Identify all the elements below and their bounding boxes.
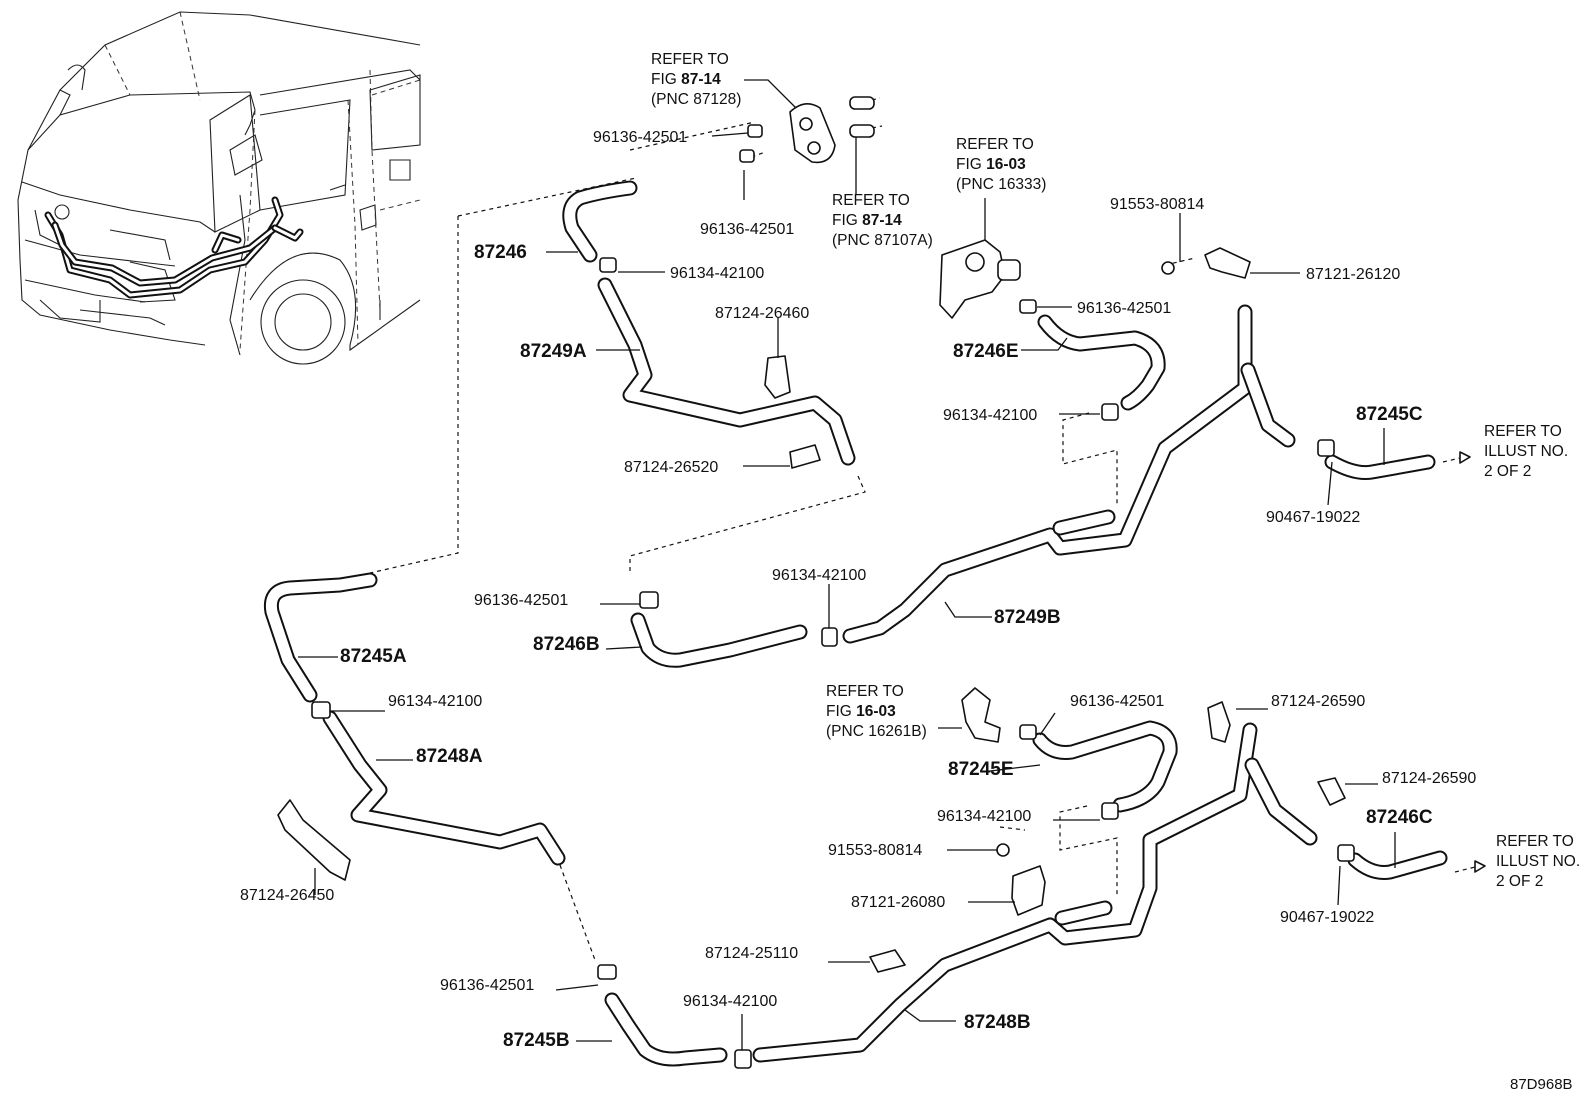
- ref-illust-a: REFER TO: [1484, 423, 1562, 440]
- label-87249B: 87249B: [994, 607, 1061, 628]
- label-87246C: 87246C: [1366, 807, 1433, 828]
- label-96136-42501-f: 96136-42501: [440, 977, 534, 994]
- leader-lines: [298, 79, 1396, 1050]
- ref-fig87-14-b: REFER TO: [832, 192, 910, 209]
- label-87245E: 87245E: [948, 759, 1014, 780]
- label-87124-26460: 87124-26460: [715, 305, 809, 322]
- ref-fig16-03-b-line2: FIG 16-03: [826, 703, 896, 720]
- ref-illust-b: REFER TO: [1496, 833, 1574, 850]
- label-96136-42501-top2: 96136-42501: [700, 221, 794, 238]
- components: [277, 96, 1486, 1069]
- label-87249A: 87249A: [520, 341, 587, 362]
- label-96134-42100-e: 96134-42100: [937, 808, 1031, 825]
- label-90467-19022-b: 90467-19022: [1280, 909, 1374, 926]
- label-96134-42100-c: 96134-42100: [772, 567, 866, 584]
- ref-fig16-03-a: REFER TO: [956, 136, 1034, 153]
- connection-lines: [369, 97, 1196, 961]
- label-96136-42501-c: 96136-42501: [474, 592, 568, 609]
- label-96136-42501-e: 96136-42501: [1070, 693, 1164, 710]
- label-87248A: 87248A: [416, 746, 483, 767]
- ref-fig87-14-a-line3: (PNC 87128): [651, 91, 741, 108]
- label-87121-26080: 87121-26080: [851, 894, 945, 911]
- ref-fig87-14-b-line2: FIG 87-14: [832, 212, 902, 229]
- ref-illust-b-line3: 2 OF 2: [1496, 873, 1543, 890]
- label-87121-26120: 87121-26120: [1306, 266, 1400, 283]
- ref-illust-a-line3: 2 OF 2: [1484, 463, 1531, 480]
- label-87245A: 87245A: [340, 646, 407, 667]
- label-87246E: 87246E: [953, 341, 1019, 362]
- label-87124-26590-a: 87124-26590: [1271, 693, 1365, 710]
- label-87246: 87246: [474, 242, 527, 263]
- label-96134-42100-b: 96134-42100: [943, 407, 1037, 424]
- label-91553-80814-a: 91553-80814: [1110, 196, 1204, 213]
- label-87124-25110: 87124-25110: [705, 945, 798, 962]
- label-96136-42501-top1: 96136-42501: [593, 129, 687, 146]
- label-87124-26590-b: 87124-26590: [1382, 770, 1476, 787]
- ref-fig87-14-b-line3: (PNC 87107A): [832, 232, 933, 249]
- ref-fig16-03-a-line2: FIG 16-03: [956, 156, 1026, 173]
- label-87246B: 87246B: [533, 634, 600, 655]
- label-87245C: 87245C: [1356, 404, 1423, 425]
- ref-fig16-03-b: REFER TO: [826, 683, 904, 700]
- ref-illust-b-line2: ILLUST NO.: [1496, 853, 1580, 870]
- ref-illust-a-line2: ILLUST NO.: [1484, 443, 1568, 460]
- label-87245B: 87245B: [503, 1030, 570, 1051]
- label-96134-42100-f: 96134-42100: [683, 993, 777, 1010]
- ref-fig87-14-a: REFER TO: [651, 51, 729, 68]
- van-illustration: [17, 11, 421, 365]
- label-87248B: 87248B: [964, 1012, 1031, 1033]
- labels: REFER TO FIG 87-14 (PNC 87128) REFER TO …: [240, 51, 1580, 1093]
- label-87124-26450: 87124-26450: [240, 887, 334, 904]
- label-87124-26520: 87124-26520: [624, 459, 718, 476]
- diagram-code: 87D968B: [1510, 1076, 1573, 1093]
- ref-fig16-03-b-line3: (PNC 16261B): [826, 723, 927, 740]
- label-96134-42100-a: 96134-42100: [670, 265, 764, 282]
- ref-fig16-03-a-line3: (PNC 16333): [956, 176, 1046, 193]
- label-90467-19022-a: 90467-19022: [1266, 509, 1360, 526]
- hoses: [263, 180, 1448, 1067]
- label-91553-80814-b: 91553-80814: [828, 842, 922, 859]
- label-96136-42501-mid: 96136-42501: [1077, 300, 1171, 317]
- label-96134-42100-d: 96134-42100: [388, 693, 482, 710]
- ref-fig87-14-a-line2: FIG 87-14: [651, 71, 721, 88]
